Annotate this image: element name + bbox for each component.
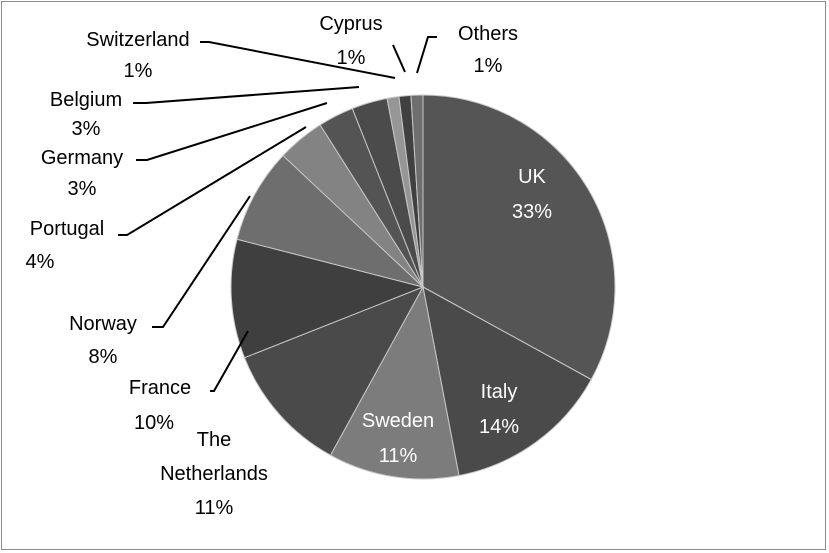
label-germany-name: Germany [41,147,123,169]
label-france-name: France [129,377,191,399]
label-netherlands-line2: Netherlands [160,463,268,485]
pie-slice-norway [236,154,424,288]
label-italy-name: Italy [481,381,518,403]
leader-line-norway [152,195,251,328]
label-netherlands-line1: The [197,429,231,451]
leader-line-others [416,36,437,74]
pie-slices [230,94,616,480]
label-switzerland-pct: 1% [124,60,153,82]
label-belgium-pct: 3% [72,118,101,140]
pie-slice-others [410,94,424,288]
pie-slice-sweden [329,285,460,480]
leader-line-germany [136,102,328,161]
label-portugal-name: Portugal [30,218,105,240]
label-germany-pct: 3% [68,178,97,200]
pie-slice-italy [422,286,592,477]
label-cyprus-pct: 1% [337,47,366,69]
leader-line-switzerland [200,41,396,79]
pie-slice-the-netherlands [243,286,425,456]
label-others-name: Others [458,23,518,45]
label-norway-name: Norway [69,313,137,335]
pie-slice-uk [422,94,616,381]
label-switzerland-name: Switzerland [86,29,189,51]
label-portugal-pct: 4% [26,251,55,273]
label-norway-pct: 8% [89,346,118,368]
label-belgium-name: Belgium [50,89,122,111]
leader-line-portugal [118,126,307,236]
label-cyprus-name: Cyprus [319,13,382,35]
label-sweden-pct: 11% [379,445,418,467]
label-netherlands-pct: 11% [195,497,234,519]
label-italy-pct: 14% [479,416,519,438]
leader-line-france [210,330,249,392]
label-france-pct: 10% [134,412,174,434]
pie-slice-france [230,238,425,359]
label-uk-name: UK [518,166,546,188]
label-sweden-name: Sweden [362,410,434,432]
leader-line-belgium [133,86,360,104]
leader-line-cyprus [392,44,406,73]
label-others-pct: 1% [474,55,503,77]
label-uk-pct: 33% [512,201,552,223]
leader-lines [118,36,437,392]
